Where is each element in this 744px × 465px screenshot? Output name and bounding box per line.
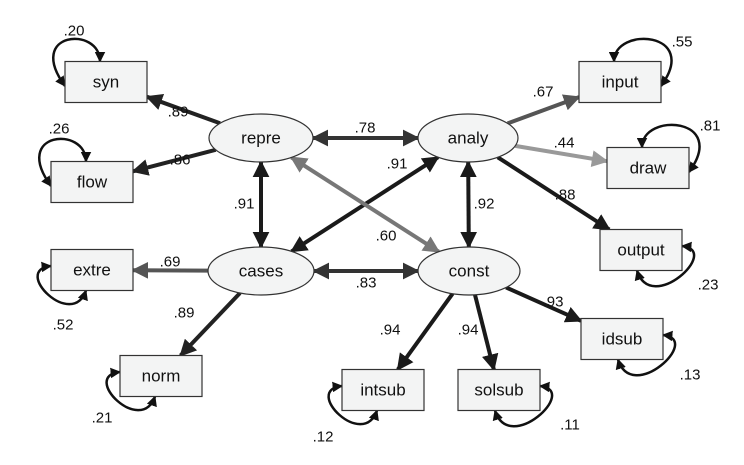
observed-node-norm: norm bbox=[119, 354, 203, 398]
variance-label: .23 bbox=[698, 277, 719, 294]
variance-label: .21 bbox=[92, 410, 113, 427]
path-weight-label: .69 bbox=[160, 254, 181, 271]
observed-label: draw bbox=[630, 159, 668, 178]
path-weight-label: .94 bbox=[458, 322, 479, 339]
path-weight-label: .89 bbox=[168, 104, 189, 121]
variance-label: .81 bbox=[700, 118, 721, 135]
variance-loop-extre bbox=[36, 261, 88, 306]
path-repre-const bbox=[290, 155, 441, 254]
latent-label: repre bbox=[241, 129, 281, 148]
variance-loop-draw bbox=[636, 123, 701, 173]
observed-node-extre: extre bbox=[50, 248, 134, 292]
variance-label: .52 bbox=[53, 317, 74, 334]
observed-label: extre bbox=[73, 261, 111, 280]
path-const-solsub bbox=[473, 294, 499, 372]
path-analy-const bbox=[459, 160, 478, 249]
observed-node-intsub: intsub bbox=[341, 368, 425, 412]
variance-loop-norm bbox=[105, 367, 157, 412]
path-weight-label: .60 bbox=[376, 228, 397, 245]
path-weight-label: .88 bbox=[555, 187, 576, 204]
observed-label: input bbox=[602, 73, 639, 92]
path-analy-input bbox=[506, 94, 581, 126]
observed-label: idsub bbox=[602, 330, 643, 349]
observed-label: solsub bbox=[474, 381, 523, 400]
path-weight-label: .83 bbox=[356, 275, 377, 292]
latent-label: cases bbox=[239, 262, 283, 281]
observed-node-output: output bbox=[599, 228, 683, 272]
observed-label: syn bbox=[93, 73, 119, 92]
latent-node-const: const bbox=[417, 246, 521, 296]
latent-label: analy bbox=[448, 129, 489, 148]
path-analy-output bbox=[496, 155, 611, 232]
observed-label: norm bbox=[142, 367, 181, 386]
observed-node-solsub: solsub bbox=[457, 368, 541, 412]
path-const-idsub bbox=[505, 285, 583, 323]
path-weight-label: .44 bbox=[554, 135, 575, 152]
variance-loop-syn bbox=[52, 37, 106, 87]
variance-label: .20 bbox=[64, 23, 85, 40]
path-weight-label: .89 bbox=[174, 305, 195, 322]
variance-loop-idsub bbox=[615, 330, 677, 377]
path-weight-label: .86 bbox=[170, 152, 191, 169]
observed-node-idsub: idsub bbox=[580, 317, 664, 361]
path-repre-flow bbox=[131, 147, 217, 176]
observed-label: flow bbox=[77, 173, 108, 192]
observed-label: intsub bbox=[360, 381, 405, 400]
variance-label: .11 bbox=[560, 417, 580, 434]
variance-loop-intsub bbox=[327, 381, 379, 426]
path-weight-label: .78 bbox=[355, 120, 376, 137]
latent-node-repre: repre bbox=[208, 113, 314, 163]
observed-node-input: input bbox=[578, 60, 662, 104]
observed-node-draw: draw bbox=[606, 146, 690, 190]
variance-label: .26 bbox=[49, 121, 70, 138]
path-weight-label: .92 bbox=[474, 196, 495, 213]
observed-node-syn: syn bbox=[64, 60, 148, 104]
path-cases-norm bbox=[179, 291, 242, 357]
variance-label: .55 bbox=[672, 34, 693, 51]
variance-loop-solsub bbox=[492, 381, 554, 428]
path-weight-label: .91 bbox=[234, 196, 255, 213]
path-weight-label: .93 bbox=[543, 294, 564, 311]
latent-node-analy: analy bbox=[417, 113, 519, 163]
variance-loop-input bbox=[608, 37, 673, 87]
path-const-intsub bbox=[396, 292, 455, 371]
path-analy-draw bbox=[514, 143, 609, 167]
variance-label: .12 bbox=[313, 429, 334, 446]
latent-node-cases: cases bbox=[207, 246, 315, 296]
path-weight-label: .94 bbox=[380, 322, 401, 339]
variance-label: .13 bbox=[680, 367, 701, 384]
latent-label: const bbox=[449, 262, 490, 281]
path-repre-syn bbox=[145, 94, 221, 126]
path-weight-label: .91 bbox=[387, 156, 408, 173]
path-weight-label: .67 bbox=[533, 84, 554, 101]
observed-label: output bbox=[617, 241, 665, 260]
variance-loop-output bbox=[634, 241, 696, 288]
variance-loop-flow bbox=[38, 137, 92, 187]
observed-node-flow: flow bbox=[50, 160, 134, 204]
